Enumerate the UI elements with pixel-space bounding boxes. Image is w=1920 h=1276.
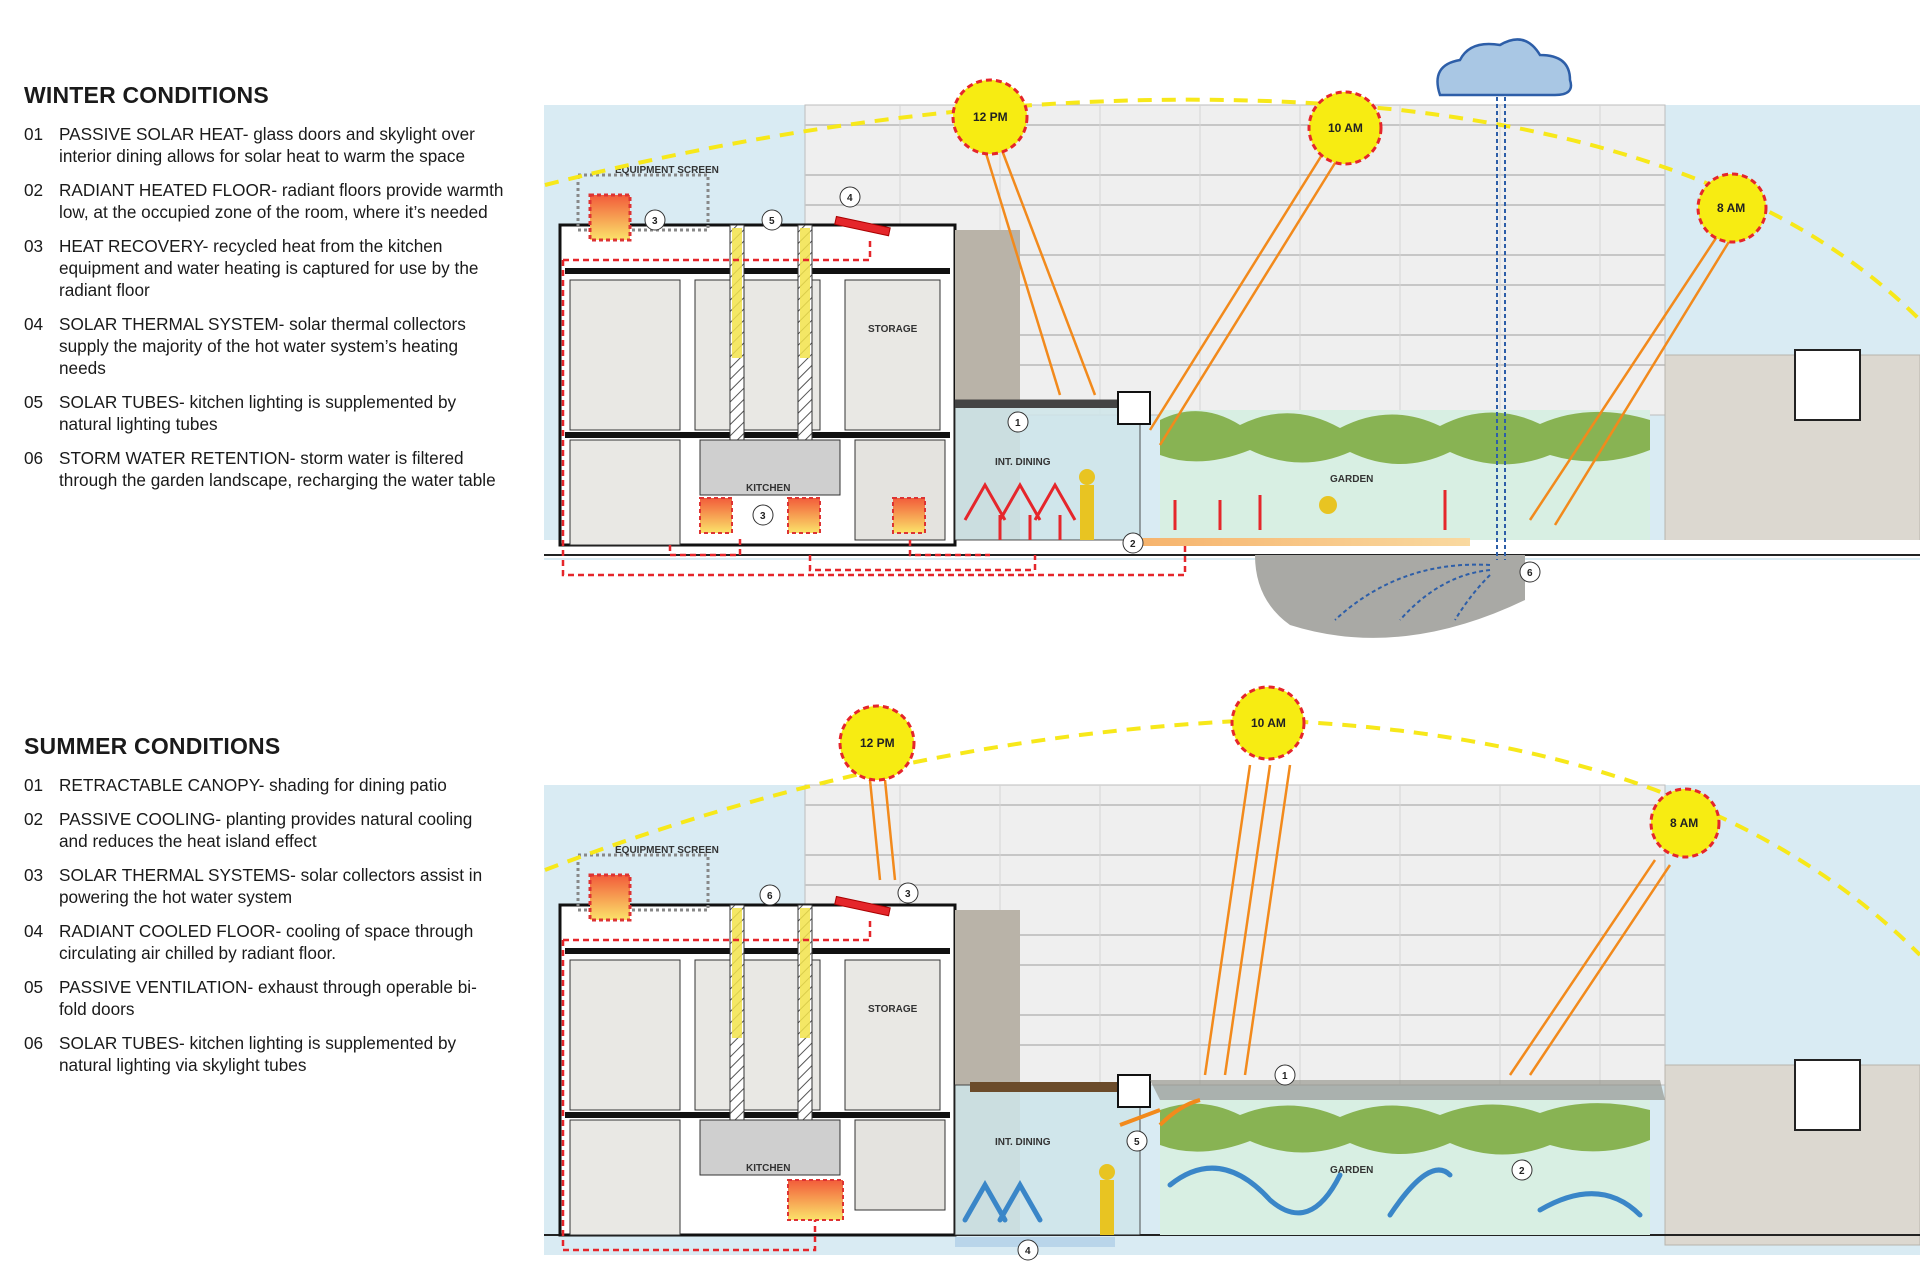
soil-section	[1255, 555, 1525, 638]
marker-2: 2	[1123, 533, 1143, 553]
kitchen-label: KITCHEN	[746, 483, 790, 494]
marker-6: 6	[1520, 562, 1540, 582]
svg-text:6: 6	[767, 891, 773, 902]
adjacent-building-section	[1795, 1060, 1860, 1130]
sun-10am: 10 AM	[1309, 92, 1381, 164]
svg-text:5: 5	[1134, 1137, 1140, 1148]
svg-text:12 PM: 12 PM	[860, 736, 895, 750]
storage-label: STORAGE	[868, 324, 918, 335]
water-heater	[590, 875, 630, 920]
svg-text:4: 4	[1025, 1246, 1031, 1257]
marker-3: 3	[898, 883, 918, 903]
kitchen-equipment	[700, 498, 732, 533]
sun-8am: 8 AM	[1698, 174, 1766, 242]
svg-text:3: 3	[760, 511, 766, 522]
kitchen-equipment	[788, 498, 820, 533]
kitchen-label: KITCHEN	[746, 1163, 790, 1174]
svg-text:10 AM: 10 AM	[1328, 121, 1363, 135]
marker-6: 6	[760, 885, 780, 905]
svg-text:1: 1	[1282, 1071, 1288, 1082]
svg-text:12 PM: 12 PM	[973, 110, 1008, 124]
svg-text:8 AM: 8 AM	[1717, 201, 1745, 215]
svg-text:3: 3	[905, 889, 911, 900]
svg-text:5: 5	[769, 216, 775, 227]
storage-label: STORAGE	[868, 1004, 918, 1015]
kitchen-equipment	[788, 1180, 843, 1220]
sun-12pm: 12 PM	[953, 80, 1027, 154]
adjacent-building	[1665, 355, 1920, 550]
winter-section-diagram: EQUIPMENT SCREEN STORAGE KITCHEN INT. DI…	[0, 0, 1920, 660]
person-figure	[1100, 1180, 1114, 1235]
sun-8am: 8 AM	[1651, 789, 1719, 857]
rain-cloud	[1438, 39, 1572, 95]
person-figure	[1080, 485, 1094, 540]
adjacent-building	[1665, 1065, 1920, 1245]
svg-text:4: 4	[847, 193, 853, 204]
marker-1: 1	[1008, 412, 1028, 432]
sun-10am: 10 AM	[1232, 687, 1304, 759]
marker-1: 1	[1275, 1065, 1295, 1085]
marker-4: 4	[840, 187, 860, 207]
svg-text:2: 2	[1519, 1166, 1525, 1177]
marker-4: 4	[1018, 1240, 1038, 1260]
kitchen-equipment	[893, 498, 925, 533]
dining-label: INT. DINING	[995, 457, 1051, 468]
radiant-floor	[1130, 538, 1470, 546]
seated-person	[1319, 496, 1337, 514]
svg-text:8 AM: 8 AM	[1670, 816, 1698, 830]
interior-dining-room	[955, 400, 1140, 540]
marker-5: 5	[1127, 1131, 1147, 1151]
marker-5: 5	[762, 210, 782, 230]
equipment-screen-label: EQUIPMENT SCREEN	[615, 845, 719, 856]
water-heater	[590, 195, 630, 240]
retractable-canopy	[1150, 1080, 1665, 1100]
garden-label: GARDEN	[1330, 474, 1373, 485]
sun-12pm: 12 PM	[840, 706, 914, 780]
svg-text:10 AM: 10 AM	[1251, 716, 1286, 730]
svg-text:2: 2	[1130, 539, 1136, 550]
adjacent-building-section	[1795, 350, 1860, 420]
equipment-screen-label: EQUIPMENT SCREEN	[615, 165, 719, 176]
marker-2: 2	[1512, 1160, 1532, 1180]
dining-label: INT. DINING	[995, 1137, 1051, 1148]
summer-section-diagram: EQUIPMENT SCREEN STORAGE KITCHEN INT. DI…	[0, 655, 1920, 1275]
marker-3: 3	[753, 505, 773, 525]
svg-text:6: 6	[1527, 568, 1533, 579]
svg-text:3: 3	[652, 216, 658, 227]
marker-3: 3	[645, 210, 665, 230]
garden-label: GARDEN	[1330, 1165, 1373, 1176]
svg-text:1: 1	[1015, 418, 1021, 429]
